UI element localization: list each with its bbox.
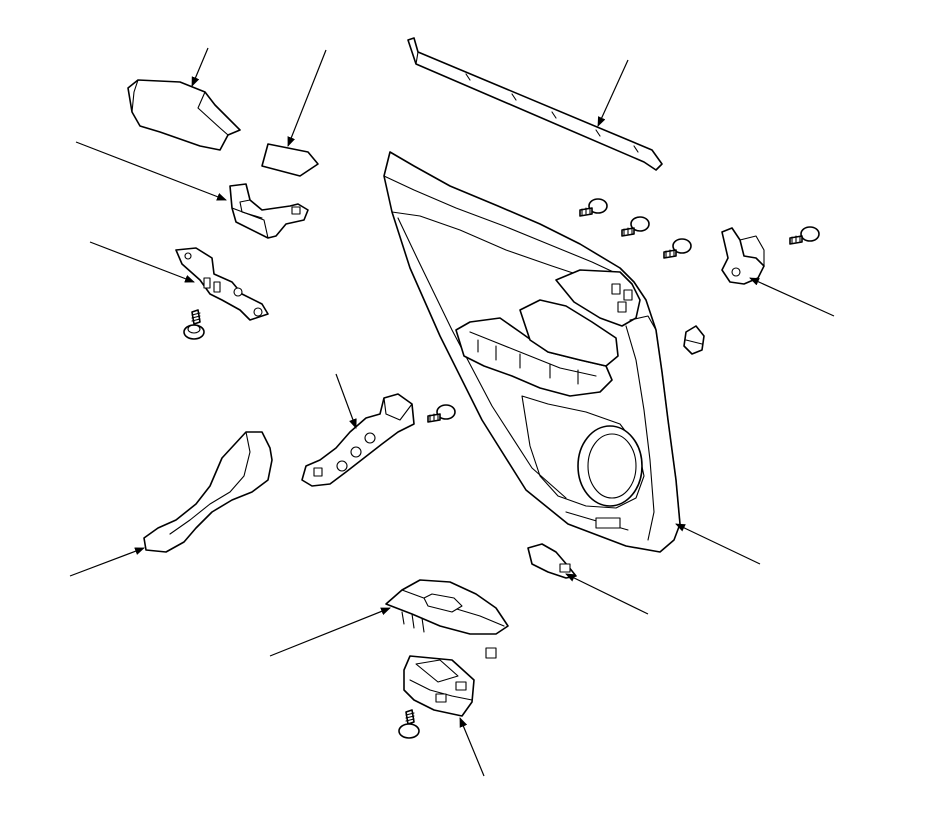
screw-icon	[663, 238, 692, 259]
screw-icon	[621, 216, 650, 237]
armrest-cover-icon	[127, 79, 241, 151]
screw-icon	[579, 198, 608, 217]
bracket-icon	[175, 247, 269, 321]
screw-icon	[398, 709, 420, 739]
leader-lines	[69, 47, 835, 777]
bracket-icon	[301, 393, 415, 487]
screw-icon	[789, 226, 820, 245]
cover-icon	[527, 543, 577, 579]
bracket-icon	[229, 183, 309, 239]
screw-icon	[427, 404, 456, 423]
bracket-icon	[721, 227, 765, 285]
door-panel-icon	[383, 151, 681, 553]
switch-panel-icon	[385, 579, 509, 659]
switch-icon	[403, 655, 475, 717]
clip-icon	[683, 325, 705, 355]
trim-icon	[143, 431, 273, 553]
pad-icon	[261, 143, 319, 177]
weatherstrip-icon	[407, 37, 663, 171]
screw-icon	[183, 309, 205, 340]
